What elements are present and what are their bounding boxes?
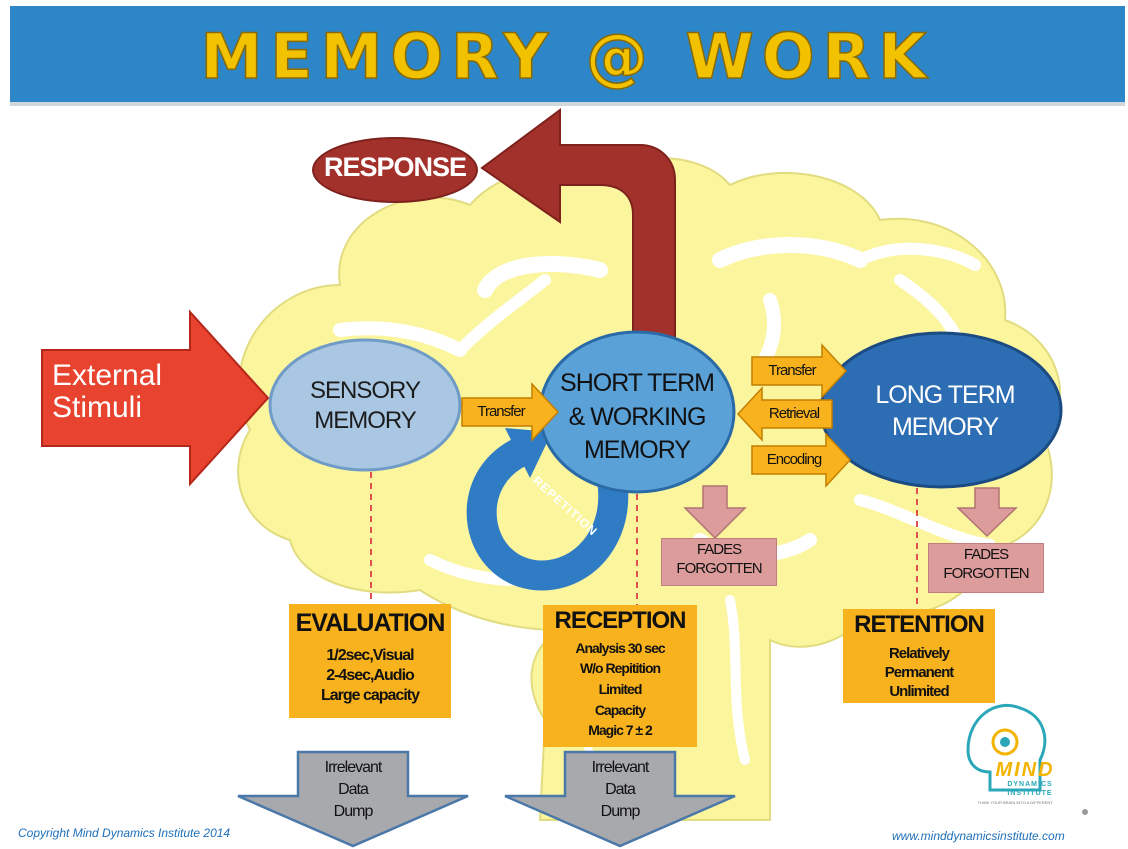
dump-1-line-2: Data [338, 781, 369, 798]
reception-line-3: Limited [598, 681, 643, 697]
retention-heading: RETENTION [854, 611, 985, 638]
response-badge [312, 137, 478, 203]
fades-long-line-1: FADES [963, 546, 1009, 563]
external-stimuli-arrow [41, 309, 270, 487]
transfer-label-1: Transfer [477, 403, 525, 420]
logo-name: MIND [995, 759, 1055, 781]
retrieval-arrow [736, 386, 833, 442]
evaluation-line-2: 2-4sec,Audio [326, 667, 415, 684]
title-banner: MEMORY @ WORK [10, 6, 1125, 106]
fades-arrow-short [683, 485, 747, 540]
long-term-memory-ellipse [819, 331, 1063, 489]
retention-line-3: Unlimited [889, 683, 949, 700]
dump-1-line-3: Dump [333, 803, 374, 820]
dump-1-line-1: Irrelevant [324, 759, 383, 776]
ltm-line-1: LONG TERM [875, 381, 1015, 409]
evaluation-line-3: Large capacity [320, 687, 420, 704]
encoding-arrow [751, 432, 852, 488]
dump-2-line-3: Dump [600, 803, 641, 820]
reception-heading: RECEPTION [554, 607, 686, 634]
response-arrow [480, 108, 676, 361]
stm-line-2: & WORKING [568, 403, 707, 431]
retention-line-2: Permanent [884, 664, 955, 681]
stimuli-line-1: External [52, 359, 163, 392]
fades-short-line-2: FORGOTTEN [676, 560, 762, 577]
logo-sub2: INSTITUTE [1007, 790, 1053, 797]
logo-sub: DYNAMICS [1007, 781, 1053, 788]
ltm-line-2: MEMORY [891, 413, 999, 441]
stm-line-1: SHORT TERM [560, 369, 715, 397]
logo-mark [966, 703, 1088, 815]
reception-line-2: W/o Repitition [579, 660, 661, 676]
retention-box [843, 609, 995, 703]
evaluation-heading: EVALUATION [295, 609, 446, 637]
sensory-line-1: SENSORY [310, 377, 421, 404]
evaluation-box [289, 604, 451, 718]
stm-line-3: MEMORY [583, 436, 691, 464]
logo-tagline: THINK YOUR BRAIN INTO A DIFFERENT [977, 800, 1053, 805]
fades-arrow-long [956, 487, 1018, 538]
encoding-label: Encoding [766, 451, 823, 468]
reception-line-5: Magic 7 ± 2 [588, 722, 653, 738]
fades-long-line-2: FORGOTTEN [943, 565, 1029, 582]
reception-line-4: Capacity [594, 702, 646, 718]
fades-short-line-1: FADES [696, 541, 742, 558]
sensory-line-2: MEMORY [314, 407, 417, 434]
repetition-arrow [466, 428, 629, 591]
dump-2-line-2: Data [605, 781, 636, 798]
website-link[interactable]: www.minddynamicsinstitute.com [892, 829, 1065, 843]
fades-box-long [928, 543, 1044, 593]
evaluation-line-1: 1/2sec,Visual [326, 647, 414, 664]
copyright-text: Copyright Mind Dynamics Institute 2014 [18, 826, 231, 840]
response-label: RESPONSE [323, 152, 467, 182]
dump-2-line-1: Irrelevant [591, 759, 650, 776]
transfer-arrow-1 [461, 382, 560, 442]
retention-line-1: Relatively [888, 645, 950, 662]
reception-box [543, 605, 697, 747]
retrieval-label: Retrieval [768, 405, 820, 422]
sensory-memory-ellipse [268, 338, 462, 472]
reception-line-1: Analysis 30 sec [575, 640, 665, 656]
transfer-arrow-2 [751, 343, 848, 399]
fades-box-short [661, 538, 777, 586]
stimuli-line-2: Stimuli [52, 391, 143, 424]
dump-arrow-2 [504, 750, 736, 848]
dump-arrow-1 [237, 750, 469, 848]
page-title: MEMORY @ WORK [200, 19, 935, 94]
transfer-label-2: Transfer [768, 362, 816, 379]
